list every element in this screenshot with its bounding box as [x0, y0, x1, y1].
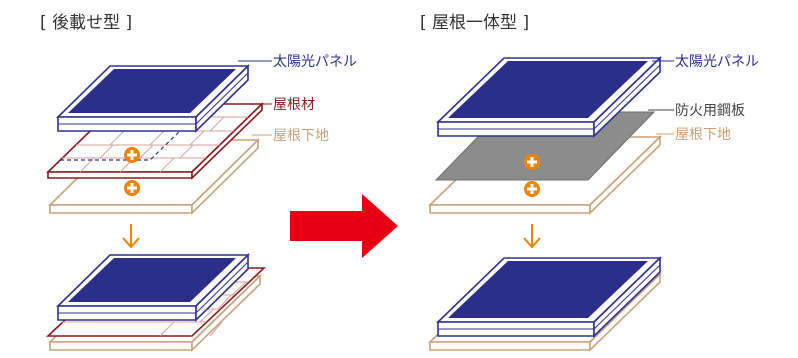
plus-circle-icon — [524, 154, 540, 170]
plus-circle-icon — [124, 180, 140, 196]
right-label-fireproof-steel: 防火用鋼板 — [675, 103, 745, 119]
left-roof-tile-layer — [46, 102, 264, 180]
right-panel-title: [ 屋根一体型 ] — [420, 13, 529, 33]
plus-circle-icon — [124, 147, 140, 163]
left-solar-panel — [56, 64, 250, 133]
left-label-roof-base: 屋根下地 — [273, 128, 329, 144]
right-result-solar-panel — [436, 256, 662, 338]
plus-circle-icon — [524, 181, 540, 197]
left-label-roof-material: 屋根材 — [273, 97, 315, 113]
left-result-solar-panel — [56, 253, 250, 322]
right-solar-panel — [436, 56, 662, 138]
left-label-solar-panel: 太陽光パネル — [273, 54, 357, 70]
left-panel-title: [ 後載せ型 ] — [40, 13, 132, 33]
right-label-roof-base: 屋根下地 — [675, 127, 731, 143]
down-arrow-icon — [122, 224, 140, 249]
down-arrow-icon — [523, 224, 541, 249]
right-arrow-icon — [290, 194, 398, 258]
right-label-solar-panel: 太陽光パネル — [675, 54, 759, 70]
